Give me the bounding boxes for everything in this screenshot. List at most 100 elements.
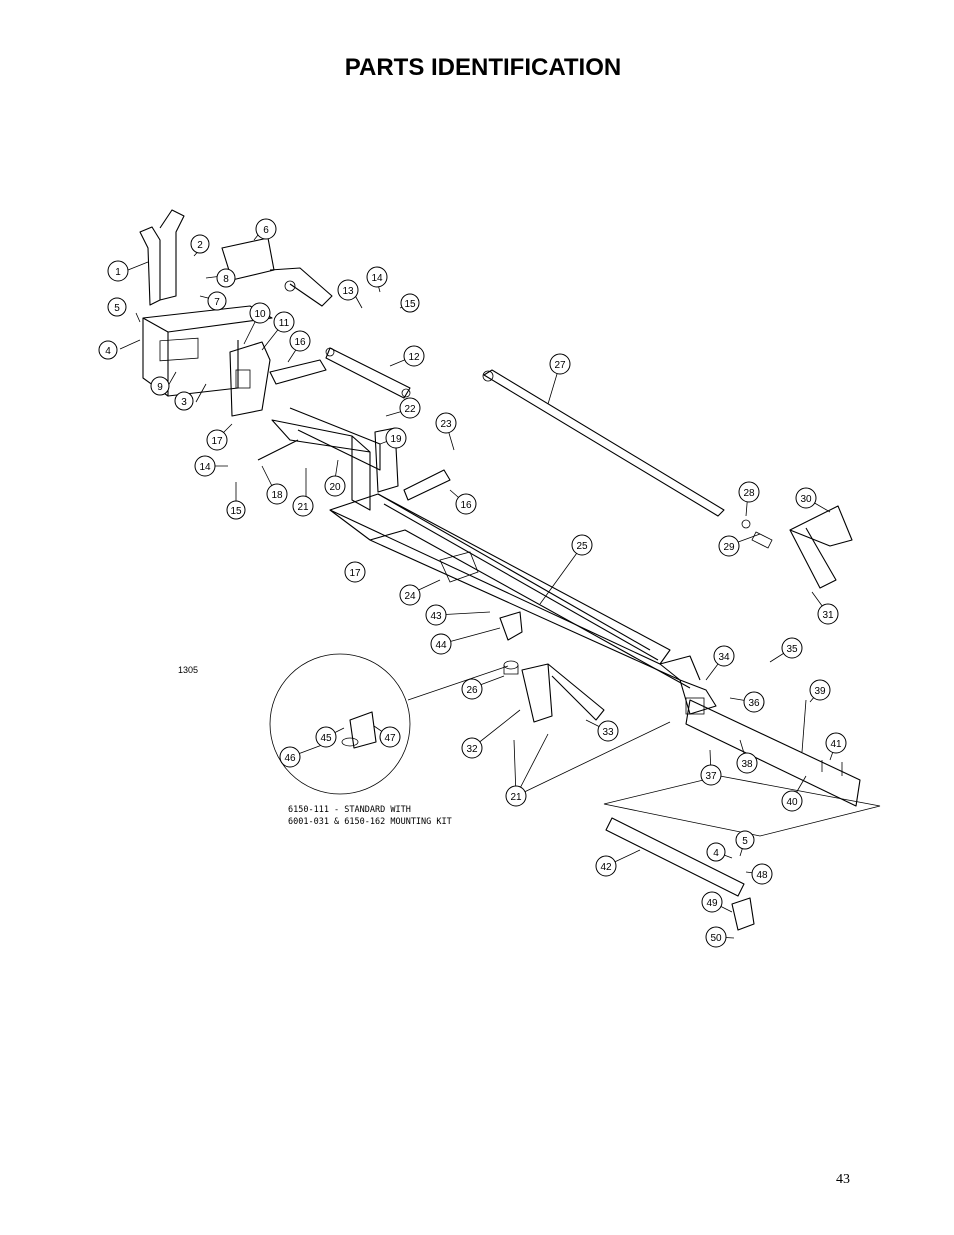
callout-4-lower: 4 — [706, 842, 726, 862]
callout-35: 35 — [781, 637, 803, 659]
svg-text:1: 1 — [115, 267, 121, 278]
svg-text:18: 18 — [271, 490, 283, 501]
callout-13: 13 — [337, 279, 359, 301]
svg-text:17: 17 — [349, 568, 361, 579]
callout-18: 18 — [266, 483, 288, 505]
svg-text:11: 11 — [279, 318, 290, 329]
callout-group: 1 2 3 4 5 6 7 8 9 10 11 12 13 14 15 16 1… — [98, 218, 847, 948]
drawing-id: 1305 — [178, 665, 198, 675]
svg-text:35: 35 — [786, 644, 798, 655]
callout-45: 45 — [315, 726, 337, 748]
svg-text:29: 29 — [723, 542, 735, 553]
svg-text:16: 16 — [294, 337, 306, 348]
callout-14-top: 14 — [366, 266, 388, 288]
callout-15-left: 15 — [226, 500, 246, 520]
svg-text:24: 24 — [404, 591, 416, 602]
callout-17-lower: 17 — [344, 561, 366, 583]
callout-32: 32 — [461, 737, 483, 759]
svg-text:48: 48 — [756, 870, 768, 881]
svg-text:4: 4 — [105, 346, 111, 357]
svg-text:49: 49 — [706, 898, 718, 909]
callout-41: 41 — [825, 732, 847, 754]
callout-21-lower: 21 — [505, 785, 527, 807]
svg-text:4: 4 — [713, 848, 719, 859]
callout-40: 40 — [781, 790, 803, 812]
svg-text:5: 5 — [114, 303, 120, 314]
svg-text:37: 37 — [705, 771, 717, 782]
callout-21-upper: 21 — [292, 495, 314, 517]
page-number: 43 — [836, 1172, 850, 1187]
kit-note-line-2: 6001-031 & 6150-162 MOUNTING KIT — [288, 817, 452, 827]
callout-49: 49 — [701, 891, 723, 913]
callout-15-top: 15 — [400, 293, 420, 313]
callout-50: 50 — [705, 926, 727, 948]
svg-text:8: 8 — [223, 274, 229, 285]
callout-27: 27 — [549, 353, 571, 375]
callout-3: 3 — [174, 391, 194, 411]
callout-12: 12 — [403, 345, 425, 367]
svg-text:12: 12 — [408, 352, 420, 363]
callout-43: 43 — [425, 604, 447, 626]
svg-text:14: 14 — [199, 462, 211, 473]
svg-text:30: 30 — [800, 494, 812, 505]
svg-text:15: 15 — [230, 506, 242, 517]
svg-text:44: 44 — [435, 640, 447, 651]
svg-text:21: 21 — [510, 792, 522, 803]
svg-text:27: 27 — [554, 360, 566, 371]
callout-47: 47 — [379, 726, 401, 748]
diagram-linework — [119, 209, 881, 939]
callout-25: 25 — [571, 534, 593, 556]
svg-text:43: 43 — [430, 611, 442, 622]
callout-8: 8 — [216, 268, 236, 288]
callout-38: 38 — [736, 752, 758, 774]
page-title: PARTS IDENTIFICATION — [344, 54, 622, 81]
svg-text:32: 32 — [466, 744, 478, 755]
svg-text:39: 39 — [814, 686, 826, 697]
callout-9: 9 — [150, 376, 170, 396]
svg-text:28: 28 — [743, 488, 755, 499]
svg-text:21: 21 — [297, 502, 309, 513]
svg-text:16: 16 — [460, 500, 472, 511]
callout-5: 5 — [107, 297, 127, 317]
callout-42: 42 — [595, 855, 617, 877]
kit-note-line-1: 6150-111 - STANDARD WITH — [288, 805, 411, 815]
callout-5-lower: 5 — [735, 830, 755, 850]
callout-11: 11 — [273, 311, 295, 333]
svg-text:7: 7 — [214, 297, 220, 308]
callout-36: 36 — [743, 691, 765, 713]
callout-31: 31 — [817, 603, 839, 625]
svg-text:5: 5 — [742, 836, 748, 847]
svg-text:10: 10 — [254, 309, 266, 320]
svg-text:22: 22 — [404, 404, 416, 415]
svg-text:46: 46 — [284, 753, 296, 764]
svg-text:40: 40 — [786, 797, 798, 808]
callout-46: 46 — [279, 746, 301, 768]
callout-37: 37 — [700, 764, 722, 786]
svg-text:45: 45 — [320, 733, 332, 744]
svg-text:13: 13 — [342, 286, 354, 297]
callout-23: 23 — [435, 412, 457, 434]
svg-text:23: 23 — [440, 419, 452, 430]
callout-34: 34 — [713, 645, 735, 667]
svg-text:36: 36 — [748, 698, 760, 709]
callout-10: 10 — [249, 302, 271, 324]
callout-19: 19 — [385, 427, 407, 449]
callout-1: 1 — [107, 260, 129, 282]
callout-48: 48 — [751, 863, 773, 885]
callout-17-left: 17 — [206, 429, 228, 451]
callout-22: 22 — [399, 397, 421, 419]
svg-text:19: 19 — [390, 434, 402, 445]
svg-text:31: 31 — [822, 610, 834, 621]
svg-text:9: 9 — [157, 382, 163, 393]
callout-2: 2 — [190, 234, 210, 254]
svg-text:25: 25 — [576, 541, 588, 552]
callout-44: 44 — [430, 633, 452, 655]
callout-33: 33 — [597, 720, 619, 742]
callout-30: 30 — [795, 487, 817, 509]
callout-7: 7 — [207, 291, 227, 311]
svg-text:41: 41 — [830, 739, 842, 750]
callout-26: 26 — [461, 678, 483, 700]
callout-14-left: 14 — [194, 455, 216, 477]
svg-text:47: 47 — [384, 733, 396, 744]
